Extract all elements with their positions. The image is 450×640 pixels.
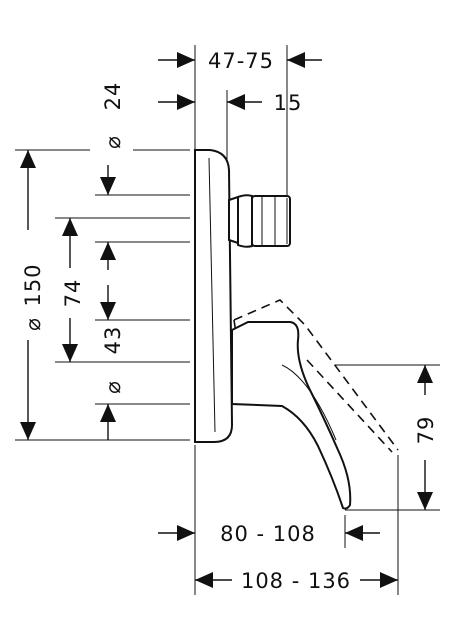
mixer-fixture — [194, 149, 399, 510]
dim-depth-range: 47-75 — [208, 49, 274, 73]
wall-plate-bevel — [208, 157, 216, 433]
dimension-lines — [20, 52, 433, 588]
dim-spout-drop: 79 — [414, 416, 438, 445]
dim-spout-reach-max: 108 - 136 — [241, 569, 351, 593]
wall-plate — [194, 149, 234, 443]
dim-centre-distance: 74 — [61, 279, 85, 308]
lever-body — [231, 321, 352, 510]
dimension-labels: 47-75 15 24 ⌀ 150 ⌀ 74 43 ⌀ 79 80 - 108 … — [21, 49, 438, 593]
dim-handle-offset: 15 — [274, 91, 303, 115]
diverter-knob — [228, 194, 291, 248]
dim-plate-thickness: 24 — [101, 82, 125, 111]
diameter-symbol-outlet: ⌀ — [101, 380, 125, 394]
lever-highlight — [281, 364, 337, 441]
dim-plate-diameter: 150 — [21, 263, 45, 306]
diameter-symbol-plate: ⌀ — [21, 317, 45, 331]
dim-outlet-diameter: 43 — [101, 326, 125, 355]
extension-lines — [15, 45, 440, 595]
dim-spout-reach-min: 80 - 108 — [220, 522, 316, 546]
diameter-symbol-knob: ⌀ — [101, 135, 125, 149]
